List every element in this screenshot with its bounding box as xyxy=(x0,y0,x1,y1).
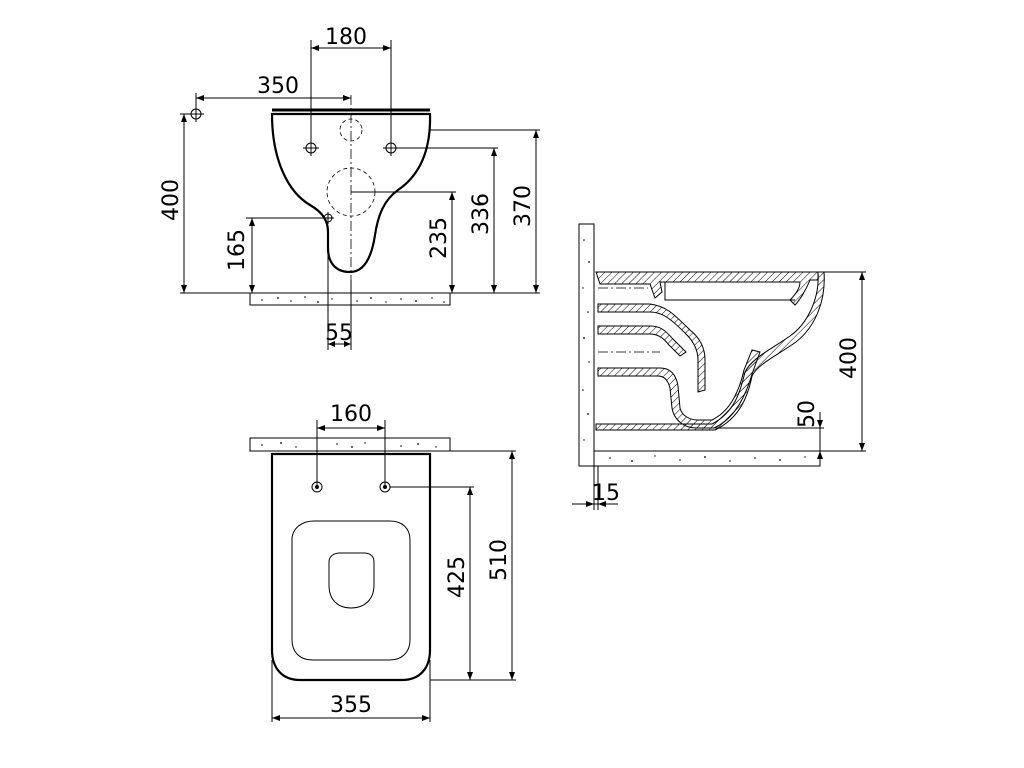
side-wall-speckle xyxy=(582,239,590,441)
dim-label-355: 355 xyxy=(330,693,372,718)
dim-label-336: 336 xyxy=(469,193,494,235)
dim-plan-355: 355 xyxy=(271,660,431,722)
plan-seat-outer xyxy=(291,520,411,661)
side-outer-shell xyxy=(595,271,825,431)
dim-side-15: 15 xyxy=(572,466,620,510)
dim-label-165: 165 xyxy=(225,229,250,271)
dim-plan-160: 160 xyxy=(316,402,386,487)
dim-label-400-side: 400 xyxy=(837,337,862,379)
dim-side-400: 400 xyxy=(818,271,866,452)
plan-wall-speckle xyxy=(261,442,437,448)
side-wall xyxy=(578,223,595,467)
dim-label-180: 180 xyxy=(325,25,367,50)
dim-front-235: 235 xyxy=(351,191,456,293)
dim-plan-510: 510 xyxy=(450,450,516,680)
side-drain-bend xyxy=(597,349,761,429)
dim-front-400: 400 xyxy=(159,113,250,294)
dim-side-50: 50 xyxy=(715,400,824,466)
front-floor-slab xyxy=(249,292,451,306)
side-trap-lower xyxy=(597,325,687,357)
side-floor xyxy=(593,450,821,467)
side-floor-speckle xyxy=(609,455,806,462)
dim-front-180: 180 xyxy=(310,25,392,148)
dim-label-55: 55 xyxy=(325,321,353,346)
dim-label-235: 235 xyxy=(427,217,452,259)
dim-front-165: 165 xyxy=(225,217,328,293)
side-trap-upper xyxy=(597,303,706,393)
side-bowl-inner xyxy=(664,282,795,301)
dim-front-350: 350 xyxy=(195,74,351,110)
dim-front-336: 336 xyxy=(391,147,498,294)
dim-label-50: 50 xyxy=(795,400,820,428)
plan-bowl-opening xyxy=(328,552,375,609)
dim-front-55: 55 xyxy=(325,225,353,350)
dim-label-425: 425 xyxy=(445,556,470,598)
dim-label-510: 510 xyxy=(487,539,512,581)
plan-wall-slab xyxy=(249,437,451,452)
front-view: 180 350 400 165 xyxy=(159,25,540,350)
plan-view: 160 425 510 355 xyxy=(249,402,516,722)
plan-bowl-outline xyxy=(270,452,432,682)
dim-label-15: 15 xyxy=(592,481,620,506)
dim-label-370: 370 xyxy=(511,185,536,227)
dim-label-350: 350 xyxy=(257,74,299,99)
dim-front-370: 370 xyxy=(430,129,540,294)
side-view: 400 50 15 xyxy=(572,223,866,510)
dim-label-160: 160 xyxy=(330,402,372,427)
front-floor-speckle xyxy=(261,296,445,303)
dim-label-400-front: 400 xyxy=(159,179,184,221)
dim-plan-425: 425 xyxy=(390,486,516,681)
